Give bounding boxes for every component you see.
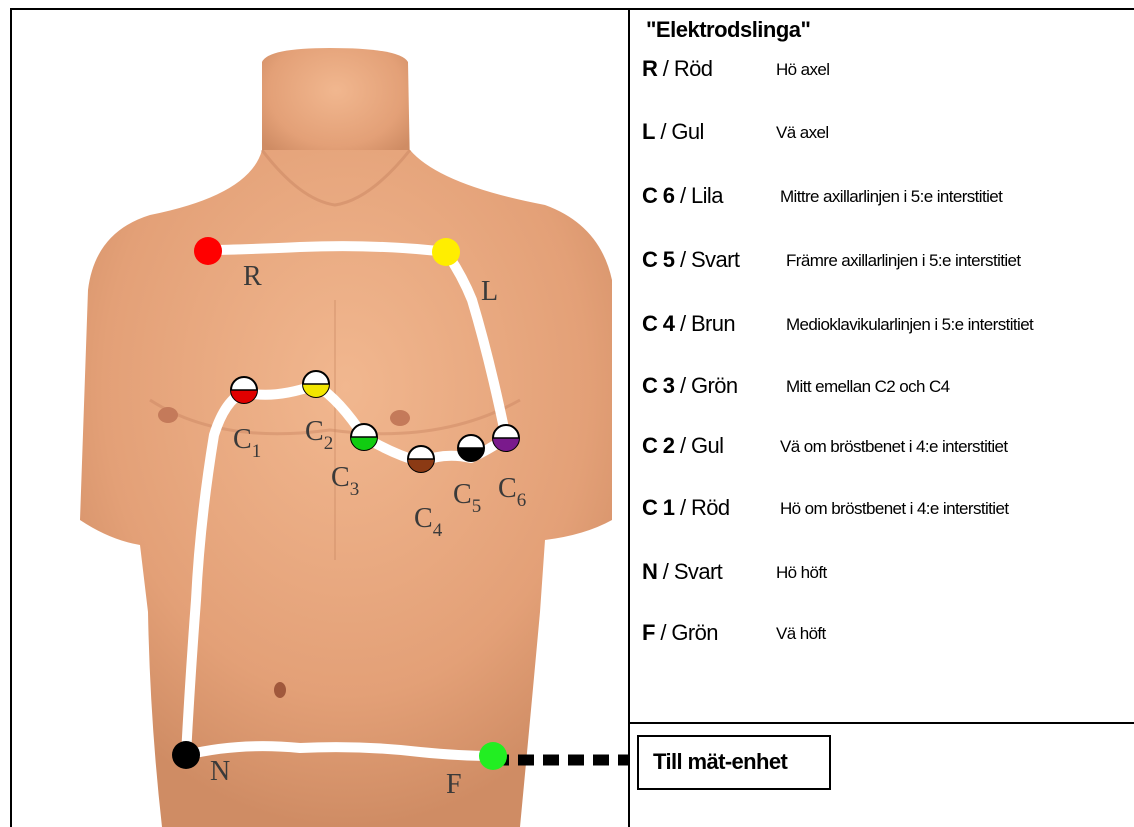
electrode-c4 <box>408 446 434 472</box>
lead-color-name: Grön <box>691 373 738 398</box>
label-letter: N <box>210 756 230 787</box>
lead-placement-description: Vä axel <box>776 123 829 143</box>
lead-code: L <box>642 119 655 144</box>
electrode-label-n: N <box>210 756 230 787</box>
torso-figure <box>80 48 612 827</box>
legend-lead-code: F / Grön <box>642 620 718 646</box>
legend-title: "Elektrodslinga" <box>646 17 810 43</box>
lead-code: F <box>642 620 655 645</box>
legend-lead-code: R / Röd <box>642 56 712 82</box>
measuring-unit-label: Till mät-enhet <box>653 749 787 775</box>
label-letter: C <box>498 473 517 504</box>
lead-placement-description: Vä höft <box>776 624 826 644</box>
lead-color-name: Brun <box>691 311 735 336</box>
label-subscript: 2 <box>324 433 334 454</box>
lead-placement-description: Hö axel <box>776 60 829 80</box>
measuring-unit-box: Till mät-enhet <box>637 735 831 790</box>
label-letter: C <box>414 503 433 534</box>
electrode-label-r: R <box>243 261 262 292</box>
lead-placement-description: Medioklavikularlinjen i 5:e interstitiet <box>786 315 1033 335</box>
lead-placement-description: Vä om bröstbenet i 4:e interstitiet <box>780 437 1008 457</box>
legend-bottom-divider <box>628 722 1134 724</box>
label-letter: R <box>243 261 262 292</box>
panel-divider <box>628 8 630 827</box>
lead-color-name: Gul <box>691 433 723 458</box>
electrode-f <box>479 742 507 770</box>
electrode-c3 <box>351 424 377 450</box>
lead-code: C 1 <box>642 495 674 520</box>
lead-code: C 3 <box>642 373 674 398</box>
label-letter: C <box>233 424 252 455</box>
label-letter: C <box>453 479 472 510</box>
label-letter: F <box>446 769 462 800</box>
separator: / <box>674 495 691 520</box>
label-subscript: 5 <box>472 496 482 517</box>
lead-code: C 4 <box>642 311 674 336</box>
label-letter: L <box>481 276 498 307</box>
legend-lead-code: C 3 / Grön <box>642 373 738 399</box>
separator: / <box>655 620 672 645</box>
label-subscript: 6 <box>517 490 527 511</box>
label-subscript: 1 <box>252 441 262 462</box>
lead-code: C 2 <box>642 433 674 458</box>
lead-color-name: Röd <box>691 495 730 520</box>
electrode-c5 <box>458 435 484 461</box>
lead-code: C 5 <box>642 247 674 272</box>
lead-color-name: Grön <box>671 620 718 645</box>
electrode-c1 <box>231 377 257 403</box>
right-nipple <box>158 407 178 423</box>
lead-color-name: Svart <box>674 559 722 584</box>
lead-code: C 6 <box>642 183 674 208</box>
lead-color-name: Svart <box>691 247 739 272</box>
electrode-l <box>432 238 460 266</box>
label-letter: C <box>331 462 350 493</box>
legend-lead-code: N / Svart <box>642 559 722 585</box>
left-nipple <box>390 410 410 426</box>
separator: / <box>674 433 691 458</box>
legend-lead-code: C 2 / Gul <box>642 433 723 459</box>
separator: / <box>657 56 674 81</box>
separator: / <box>674 311 691 336</box>
electrode-n <box>172 741 200 769</box>
electrode-r <box>194 237 222 265</box>
lead-placement-description: Mitt emellan C2 och C4 <box>786 377 949 397</box>
lead-placement-description: Hö höft <box>776 563 827 583</box>
electrode-c6 <box>493 425 519 451</box>
lead-color-name: Gul <box>671 119 703 144</box>
lead-color-name: Röd <box>674 56 713 81</box>
legend-lead-code: C 1 / Röd <box>642 495 730 521</box>
separator: / <box>674 183 691 208</box>
label-letter: C <box>305 416 324 447</box>
electrode-label-f: F <box>446 769 462 800</box>
legend-lead-code: C 4 / Brun <box>642 311 735 337</box>
electrode-label-l: L <box>481 276 498 307</box>
lead-placement-description: Hö om bröstbenet i 4:e interstitiet <box>780 499 1008 519</box>
legend-lead-code: C 6 / Lila <box>642 183 723 209</box>
label-subscript: 4 <box>433 520 443 541</box>
lead-placement-description: Främre axillarlinjen i 5:e interstitiet <box>786 251 1021 271</box>
lead-color-name: Lila <box>691 183 723 208</box>
navel <box>274 682 286 698</box>
separator: / <box>657 559 674 584</box>
legend-lead-code: C 5 / Svart <box>642 247 739 273</box>
label-subscript: 3 <box>350 479 360 500</box>
lead-placement-description: Mittre axillarlinjen i 5:e interstitiet <box>780 187 1002 207</box>
legend-lead-code: L / Gul <box>642 119 704 145</box>
lead-code: N <box>642 559 657 584</box>
separator: / <box>674 373 691 398</box>
electrode-c2 <box>303 371 329 397</box>
separator: / <box>674 247 691 272</box>
lead-code: R <box>642 56 657 81</box>
separator: / <box>655 119 672 144</box>
